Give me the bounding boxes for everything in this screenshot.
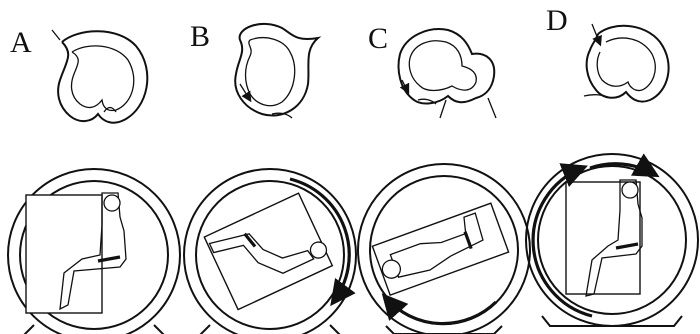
semicircular-canal-icon — [584, 24, 669, 102]
rotation-arrow-icon — [386, 298, 496, 324]
panel-d: D — [526, 4, 698, 326]
semicircular-canal-icon — [235, 24, 318, 118]
seated-figure — [566, 180, 642, 296]
panel-c: C — [358, 22, 530, 334]
panel-letter: D — [546, 4, 568, 37]
semicircular-canal-icon — [52, 30, 147, 123]
panel-b: B — [184, 20, 356, 334]
panel-letter: C — [368, 22, 388, 55]
rotating-chair-icon — [8, 169, 180, 334]
panel-letter: A — [10, 26, 32, 59]
rotating-chair-icon — [184, 169, 356, 334]
inverted-figure — [372, 203, 508, 295]
semicircular-canal-icon — [399, 29, 496, 118]
rotating-chair-icon — [358, 164, 530, 334]
panel-a: A — [8, 26, 180, 334]
rotating-chair-icon — [526, 154, 698, 326]
rotated-figure — [204, 192, 334, 309]
seated-figure — [26, 193, 126, 313]
panel-letter: B — [190, 20, 210, 53]
